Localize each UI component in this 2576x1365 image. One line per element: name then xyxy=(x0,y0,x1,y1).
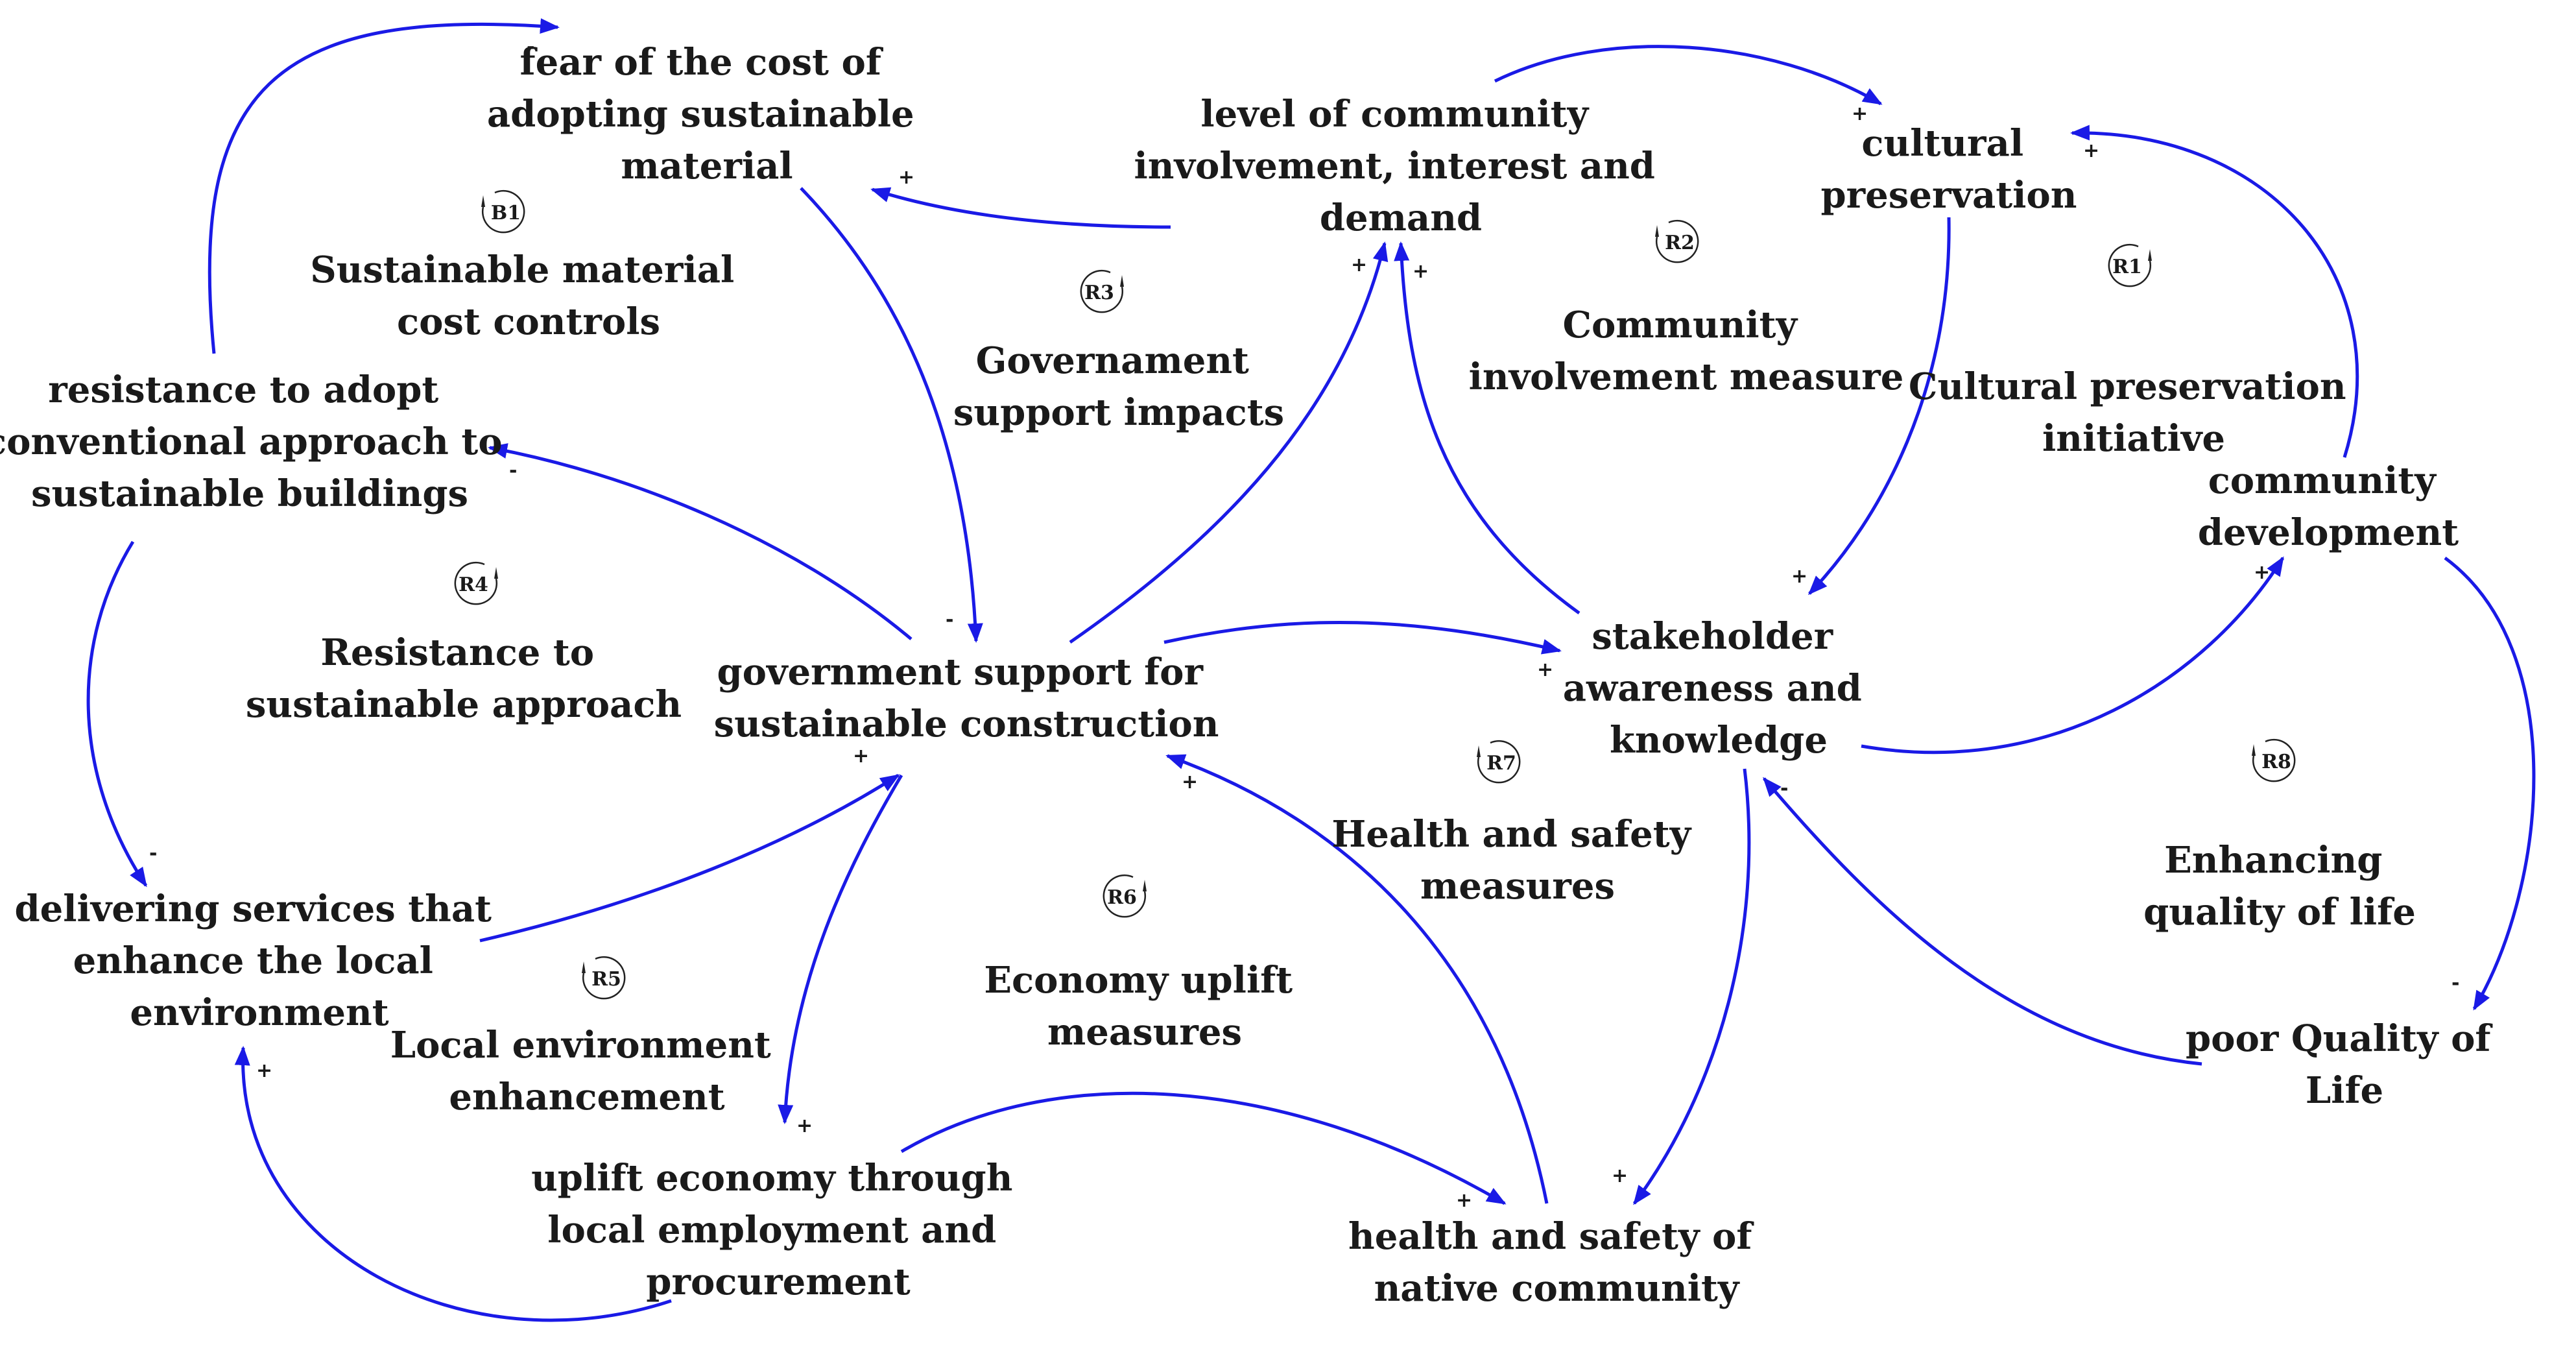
loop-markers: B1 R2 R1 R3 R4 R7 R8 xyxy=(454,189,2296,1000)
variable-resistance: resistance to adopt conventional approac… xyxy=(0,368,515,515)
loop-label-r5: Local environment enhancement xyxy=(390,1024,784,1118)
polarity-community-cultural: + xyxy=(2083,139,2099,162)
polarity-involvement-cultural: + xyxy=(1852,103,1868,125)
polarity-markers: - - + + + + + - + + + - + + - - + + + + xyxy=(149,36,2459,1212)
variable-government-support: government support for sustainable const… xyxy=(714,651,1219,745)
link-involvement-to-fear xyxy=(870,187,1171,229)
loop-marker-r1: R1 xyxy=(2108,243,2152,287)
variable-community-involvement: level of community involvement, interest… xyxy=(1134,93,1668,239)
loop-label-r8: Enhancing quality of life xyxy=(2143,839,2416,934)
link-community-to-poor-quality xyxy=(2444,556,2536,1011)
polarity-government-uplift: + xyxy=(796,1115,813,1137)
link-stakeholder-to-health xyxy=(1632,768,1751,1205)
variable-fear-of-cost: fear of the cost of adopting sustainable… xyxy=(487,41,927,187)
polarity-community-poor-quality: - xyxy=(2451,972,2459,995)
link-poor-quality-to-stakeholder xyxy=(1763,777,2202,1066)
svg-text:R2: R2 xyxy=(1665,232,1695,254)
link-stakeholder-to-involvement xyxy=(1394,241,1580,615)
polarity-involvement-fear: + xyxy=(898,166,914,189)
link-uplift-to-health xyxy=(900,1091,1507,1205)
svg-text:R5: R5 xyxy=(591,968,621,991)
polarity-government-stakeholder: + xyxy=(1537,658,1553,681)
loop-label-r4: Resistance to sustainable approach xyxy=(246,631,682,726)
link-resistance-to-delivering xyxy=(86,540,148,888)
loop-marker-r8: R8 xyxy=(2252,738,2296,782)
link-delivering-to-government xyxy=(479,773,900,943)
link-health-to-government xyxy=(1165,754,1549,1204)
link-government-to-resistance xyxy=(488,443,912,640)
link-uplift-to-delivering xyxy=(234,1046,672,1322)
link-resistance-to-fear xyxy=(208,18,560,354)
link-government-to-uplift xyxy=(778,774,903,1124)
variable-delivering-services: delivering services that enhance the loc… xyxy=(14,888,504,1034)
polarity-stakeholder-health: + xyxy=(1612,1165,1628,1187)
polarity-delivering-government: + xyxy=(853,745,869,767)
variable-community-development: community development xyxy=(2198,459,2459,554)
loop-label-r1: Cultural preservation initiative xyxy=(1909,365,2359,460)
loop-marker-r5: R5 xyxy=(582,956,626,1000)
polarity-stakeholder-community: + xyxy=(2254,561,2270,584)
variable-cultural-preservation: cultural preservation xyxy=(1821,122,2077,217)
variable-poor-quality-of-life: poor Quality of Life xyxy=(2186,1017,2503,1112)
loop-label-r2: Community involvement measure xyxy=(1469,304,1904,398)
link-government-to-involvement xyxy=(1069,241,1389,644)
loop-marker-r6: R6 xyxy=(1103,874,1147,918)
link-government-to-stakeholder xyxy=(1163,620,1562,655)
link-cultural-to-stakeholder xyxy=(1807,217,1951,596)
link-stakeholder-to-community xyxy=(1861,556,2285,755)
polarity-government-resistance: - xyxy=(509,459,517,482)
link-involvement-to-cultural xyxy=(1494,45,1883,106)
svg-text:B1: B1 xyxy=(491,202,521,224)
polarity-uplift-delivering: + xyxy=(256,1059,272,1082)
svg-text:R4: R4 xyxy=(459,574,488,596)
svg-text:R8: R8 xyxy=(2261,751,2291,773)
polarity-uplift-health: + xyxy=(1456,1189,1472,1212)
polarity-fear-government: - xyxy=(946,609,953,631)
causal-links xyxy=(86,18,2536,1322)
link-community-to-cultural xyxy=(2070,125,2359,458)
variable-stakeholder-awareness: stakeholder awareness and knowledge xyxy=(1563,615,1874,762)
polarity-resistance-fear: - xyxy=(527,36,534,58)
svg-text:R7: R7 xyxy=(1486,752,1516,775)
polarity-cultural-stakeholder: + xyxy=(1791,565,1807,588)
polarity-poor-quality-stakeholder: - xyxy=(1780,777,1788,800)
loop-marker-b1: B1 xyxy=(481,189,525,234)
variable-uplift-economy: uplift economy through local employment … xyxy=(531,1157,1025,1303)
variables: fear of the cost of adopting sustainable… xyxy=(0,41,2503,1310)
loop-marker-r2: R2 xyxy=(1655,219,1699,263)
svg-text:R1: R1 xyxy=(2112,256,2142,278)
loop-label-r6: Economy uplift measures xyxy=(984,959,1305,1054)
loop-label-r7: Health and safety measures xyxy=(1331,813,1703,908)
polarity-government-involvement: + xyxy=(1351,254,1367,276)
loop-label-r3: Governament support impacts xyxy=(953,339,1284,434)
loop-marker-r7: R7 xyxy=(1477,740,1521,784)
svg-text:R3: R3 xyxy=(1084,282,1114,304)
loop-marker-r4: R4 xyxy=(454,561,498,605)
polarity-stakeholder-involvement: + xyxy=(1413,260,1429,283)
link-fear-to-government xyxy=(800,187,983,643)
loop-labels: Sustainable material cost controls Commu… xyxy=(246,248,2416,1118)
loop-label-b1: Sustainable material cost controls xyxy=(310,248,747,343)
polarity-health-government: + xyxy=(1182,771,1198,793)
loop-marker-r3: R3 xyxy=(1080,269,1124,313)
polarity-resistance-delivering: - xyxy=(149,842,157,865)
svg-text:R6: R6 xyxy=(1107,886,1137,909)
variable-health-safety: health and safety of native community xyxy=(1348,1215,1765,1310)
